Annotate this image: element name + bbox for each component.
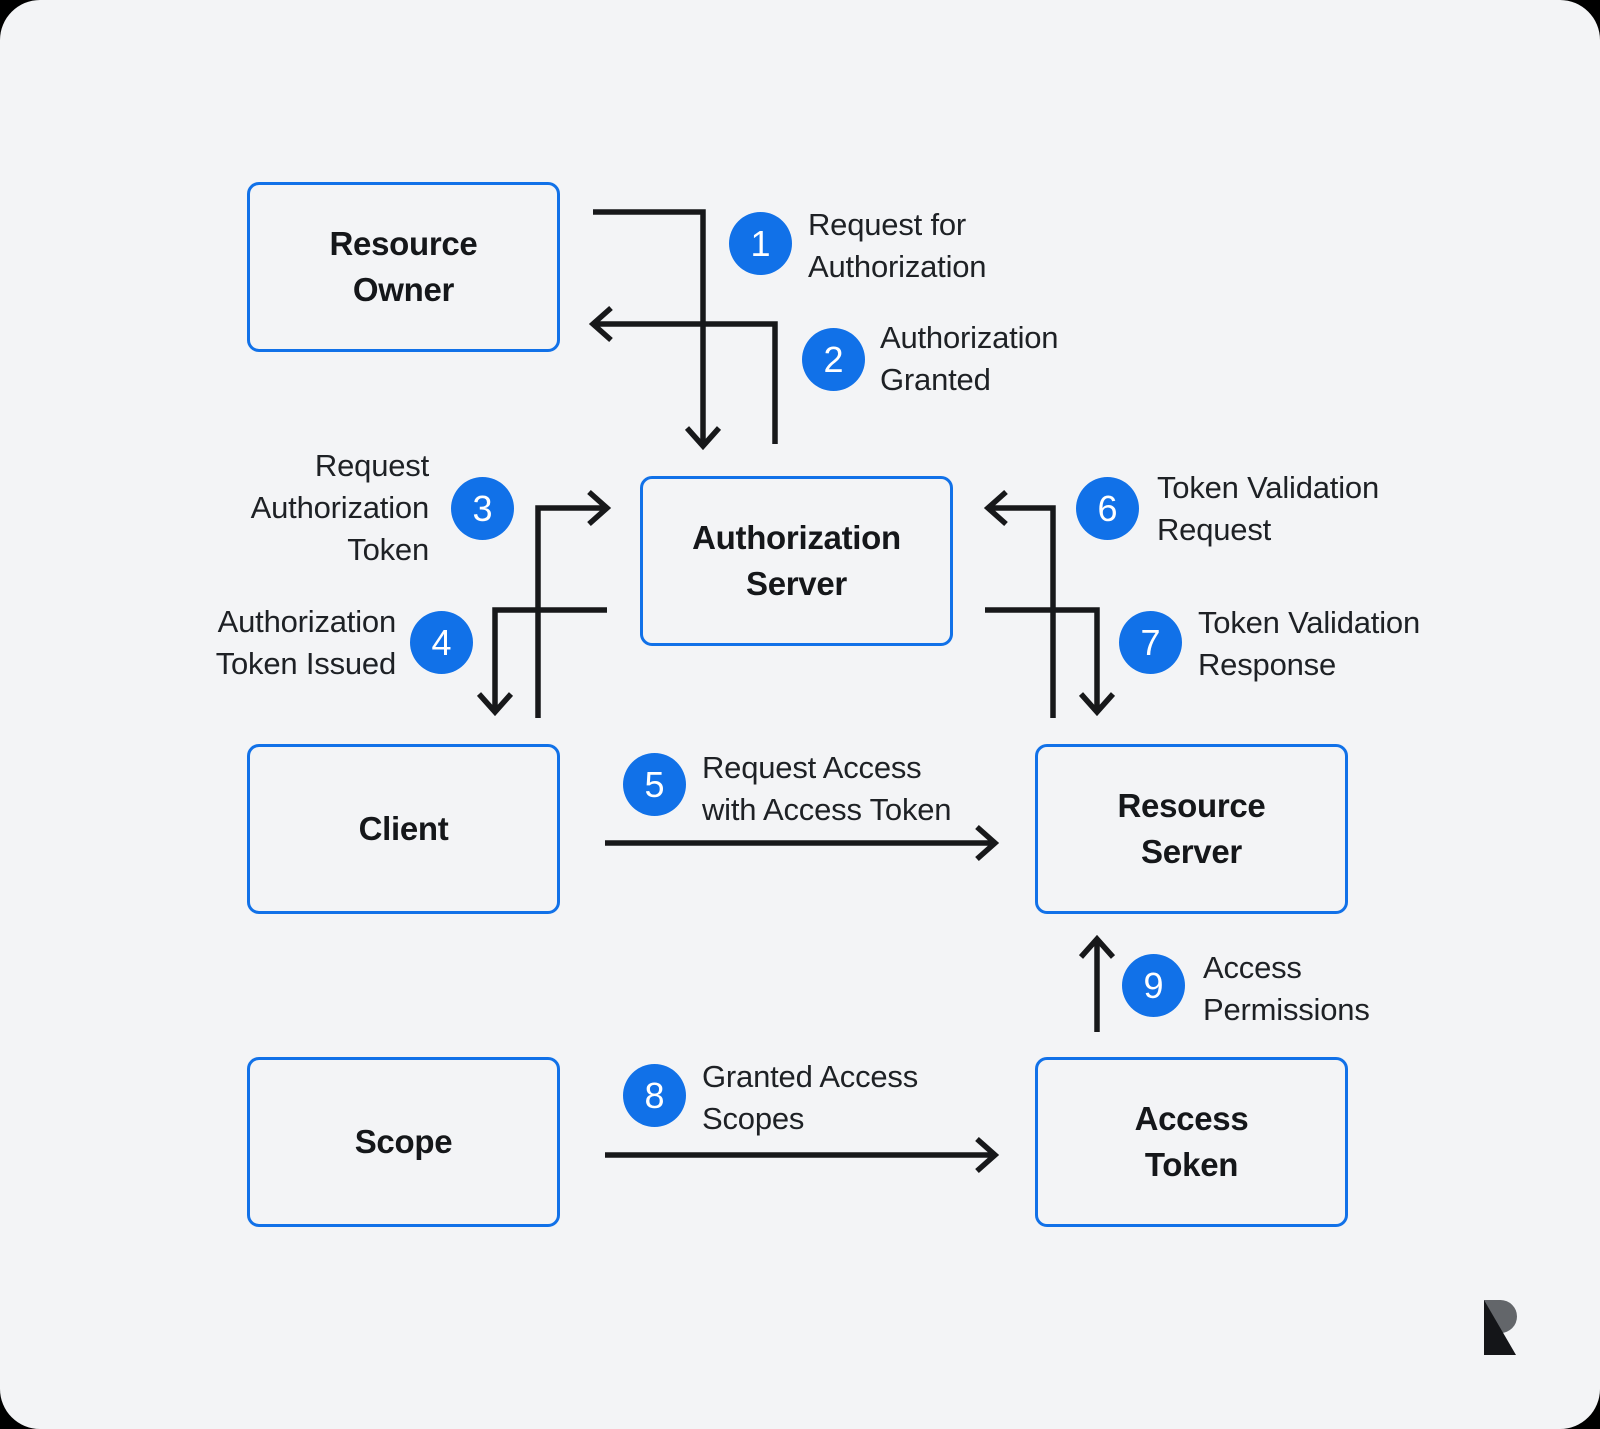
step-4-label: Authorization Token Issued bbox=[215, 604, 396, 681]
step-7-number: 7 bbox=[1140, 621, 1161, 663]
arrow-step-8-granted-access-scopes bbox=[605, 1136, 1000, 1174]
step-2-label: Authorization Granted bbox=[880, 320, 1059, 397]
step-5-number: 5 bbox=[644, 763, 665, 805]
step-6-number: 6 bbox=[1097, 487, 1118, 529]
step-2-badge: 2 bbox=[802, 328, 865, 391]
arrow-step-7-token-validation-response bbox=[985, 607, 1116, 717]
node-authorization-server: Authorization Server bbox=[640, 476, 953, 646]
node-scope: Scope bbox=[247, 1057, 560, 1227]
arrow-step-9-access-permissions bbox=[1078, 934, 1116, 1032]
step-6-badge: 6 bbox=[1076, 477, 1139, 540]
step-3-badge: 3 bbox=[451, 477, 514, 540]
step-2-number: 2 bbox=[823, 338, 844, 380]
step-9-number: 9 bbox=[1143, 964, 1164, 1006]
step-7-badge: 7 bbox=[1119, 611, 1182, 674]
r-monogram-logo-icon bbox=[1484, 1300, 1517, 1355]
step-1-badge: 1 bbox=[729, 212, 792, 275]
step-7-label: Token Validation Response bbox=[1198, 605, 1420, 682]
step-8-label: Granted Access Scopes bbox=[702, 1059, 919, 1136]
step-8-badge: 8 bbox=[623, 1064, 686, 1127]
arrow-step-6-token-validation-request bbox=[983, 489, 1056, 718]
step-4-badge: 4 bbox=[410, 611, 473, 674]
node-resource-owner-label: Resource Owner bbox=[329, 225, 478, 308]
node-resource-server-label: Resource Server bbox=[1117, 787, 1266, 870]
arrow-step-1-request-for-authorization bbox=[593, 209, 722, 451]
step-8-number: 8 bbox=[644, 1074, 665, 1116]
node-access-token: Access Token bbox=[1035, 1057, 1348, 1227]
step-5-badge: 5 bbox=[623, 753, 686, 816]
node-scope-label: Scope bbox=[354, 1123, 453, 1160]
step-4-number: 4 bbox=[431, 621, 452, 663]
step-5-label: Request Access with Access Token bbox=[702, 750, 952, 827]
arrow-step-2-authorization-granted bbox=[588, 305, 778, 444]
node-access-token-label: Access Token bbox=[1134, 1100, 1249, 1183]
step-3-label: Request Authorization Token bbox=[250, 448, 430, 567]
node-resource-owner: Resource Owner bbox=[247, 182, 560, 352]
node-client: Client bbox=[247, 744, 560, 914]
step-9-badge: 9 bbox=[1122, 954, 1185, 1017]
node-client-label: Client bbox=[358, 810, 449, 847]
arrow-step-4-authorization-token-issued bbox=[476, 607, 607, 717]
node-resource-server: Resource Server bbox=[1035, 744, 1348, 914]
arrow-step-5-request-access-with-access-token bbox=[605, 824, 1000, 862]
step-1-number: 1 bbox=[750, 222, 771, 264]
step-1-label: Request for Authorization bbox=[808, 207, 987, 284]
step-3-number: 3 bbox=[472, 487, 493, 529]
arrow-step-3-request-authorization-token bbox=[535, 489, 612, 718]
step-9-label: Access Permissions bbox=[1203, 950, 1370, 1027]
step-6-label: Token Validation Request bbox=[1157, 470, 1379, 547]
node-authorization-server-label: Authorization Server bbox=[692, 519, 901, 602]
